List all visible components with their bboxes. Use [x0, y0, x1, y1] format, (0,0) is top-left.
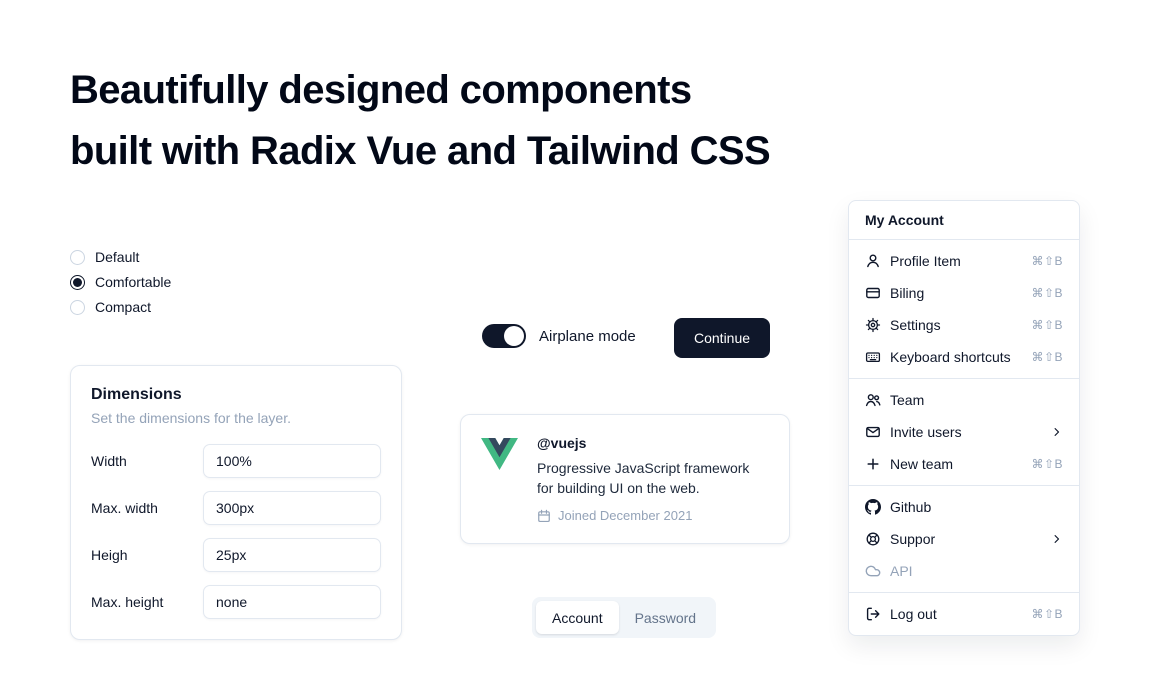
vue-card-body: @vuejs Progressive JavaScript framework …: [537, 435, 769, 523]
radio-label: Comfortable: [95, 274, 172, 290]
radio-circle-icon: [70, 299, 85, 315]
menu-item-shortcut: ⌘⇧B: [1031, 318, 1063, 332]
credit-card-icon: [866, 287, 880, 299]
menu-item-billing[interactable]: Biling ⌘⇧B: [855, 277, 1073, 309]
menu-item-new-team[interactable]: New team ⌘⇧B: [855, 448, 1073, 480]
menu-item-team[interactable]: Team: [855, 384, 1073, 416]
account-menu-title: My Account: [865, 212, 944, 228]
menu-item-invite-users[interactable]: Invite users: [855, 416, 1073, 448]
max-height-input[interactable]: [203, 585, 381, 619]
max-width-label: Max. width: [91, 500, 158, 516]
plus-icon: [867, 458, 879, 470]
vue-description: Progressive JavaScript framework for bui…: [537, 460, 750, 496]
github-icon: [865, 499, 881, 515]
logout-icon: [866, 607, 880, 621]
toggle-knob: [504, 326, 524, 346]
vue-profile-card: @vuejs Progressive JavaScript framework …: [460, 414, 790, 544]
page-title: Beautifully designed components built wi…: [70, 60, 771, 182]
airplane-mode-row: Airplane mode: [482, 324, 636, 348]
height-input[interactable]: [203, 538, 381, 572]
user-icon: [867, 254, 879, 268]
vue-logo-icon: [481, 438, 518, 470]
dimensions-subtitle: Set the dimensions for the layer.: [91, 410, 291, 426]
menu-item-label: Biling: [890, 285, 925, 301]
account-password-tabs: Account Password: [532, 597, 717, 638]
users-icon: [865, 394, 881, 407]
radio-circle-icon: [70, 249, 85, 265]
menu-item-label: Github: [890, 499, 932, 515]
menu-group-support: Github Suppor API: [849, 486, 1079, 592]
vue-handle: @vuejs: [537, 435, 587, 451]
menu-item-settings[interactable]: Settings ⌘⇧B: [855, 309, 1073, 341]
radio-option-default[interactable]: Default: [70, 249, 171, 265]
dimensions-fields: Width Max. width Heigh Max. height: [91, 444, 381, 619]
tab-password[interactable]: Password: [619, 601, 712, 634]
tab-account[interactable]: Account: [536, 601, 619, 634]
dimensions-title: Dimensions: [91, 386, 182, 403]
menu-item-support[interactable]: Suppor: [855, 523, 1073, 555]
menu-separator: [849, 485, 1079, 486]
gear-icon: [865, 317, 881, 333]
radio-label: Default: [95, 249, 140, 265]
dimensions-card: Dimensions Set the dimensions for the la…: [70, 365, 402, 640]
airplane-mode-label: Airplane mode: [539, 327, 636, 345]
menu-item-label: API: [890, 563, 913, 579]
menu-item-label: Profile Item: [890, 253, 961, 269]
menu-item-github[interactable]: Github: [855, 491, 1073, 523]
menu-item-label: Settings: [890, 317, 941, 333]
airplane-mode-toggle[interactable]: [482, 324, 526, 348]
vue-joined-row: Joined December 2021: [537, 508, 769, 523]
max-width-input[interactable]: [203, 491, 381, 525]
menu-item-shortcut: ⌘⇧B: [1031, 254, 1063, 268]
keyboard-icon: [865, 352, 881, 363]
lifebuoy-icon: [866, 532, 880, 546]
menu-separator: [849, 239, 1079, 240]
menu-item-shortcut: ⌘⇧B: [1031, 286, 1063, 300]
width-label: Width: [91, 453, 127, 469]
cloud-icon: [865, 565, 881, 577]
calendar-icon: [538, 509, 550, 522]
menu-item-label: New team: [890, 456, 954, 472]
chevron-right-icon: [1054, 535, 1060, 543]
page-title-line1: Beautifully designed components: [70, 68, 692, 112]
menu-item-shortcut: ⌘⇧B: [1031, 350, 1063, 364]
spacing-radio-group: Default Comfortable Compact: [70, 249, 171, 315]
radio-option-comfortable[interactable]: Comfortable: [70, 274, 171, 290]
continue-button[interactable]: Continue: [674, 318, 771, 358]
account-menu: My Account Profile Item ⌘⇧B Biling ⌘⇧B: [848, 200, 1080, 636]
radio-label: Compact: [95, 299, 152, 315]
menu-separator: [849, 592, 1079, 593]
menu-item-label: Log out: [890, 606, 937, 622]
max-height-label: Max. height: [91, 594, 164, 610]
width-input[interactable]: [203, 444, 381, 478]
radio-option-compact[interactable]: Compact: [70, 299, 171, 315]
page-title-line2: built with Radix Vue and Tailwind CSS: [70, 129, 771, 173]
mail-icon: [866, 426, 880, 438]
menu-item-logout[interactable]: Log out ⌘⇧B: [855, 598, 1073, 630]
menu-separator: [849, 378, 1079, 379]
radio-selected-icon: [70, 274, 85, 290]
height-label: Heigh: [91, 547, 128, 563]
menu-item-profile[interactable]: Profile Item ⌘⇧B: [855, 245, 1073, 277]
menu-item-label: Suppor: [890, 531, 936, 547]
menu-item-label: Invite users: [890, 424, 962, 440]
vue-joined-text: Joined December 2021: [558, 508, 693, 523]
menu-group-team: Team Invite users New team ⌘⇧B: [849, 379, 1079, 485]
menu-item-shortcut: ⌘⇧B: [1031, 607, 1063, 621]
menu-item-label: Team: [890, 392, 925, 408]
menu-item-api: API: [855, 555, 1073, 587]
menu-item-label: Keyboard shortcuts: [890, 349, 1011, 365]
menu-item-shortcut: ⌘⇧B: [1031, 457, 1063, 471]
menu-group-logout: Log out ⌘⇧B: [849, 593, 1079, 635]
chevron-right-icon: [1054, 428, 1060, 436]
menu-item-keyboard-shortcuts[interactable]: Keyboard shortcuts ⌘⇧B: [855, 341, 1073, 373]
menu-group-profile: Profile Item ⌘⇧B Biling ⌘⇧B Settings ⌘⇧B: [849, 240, 1079, 378]
